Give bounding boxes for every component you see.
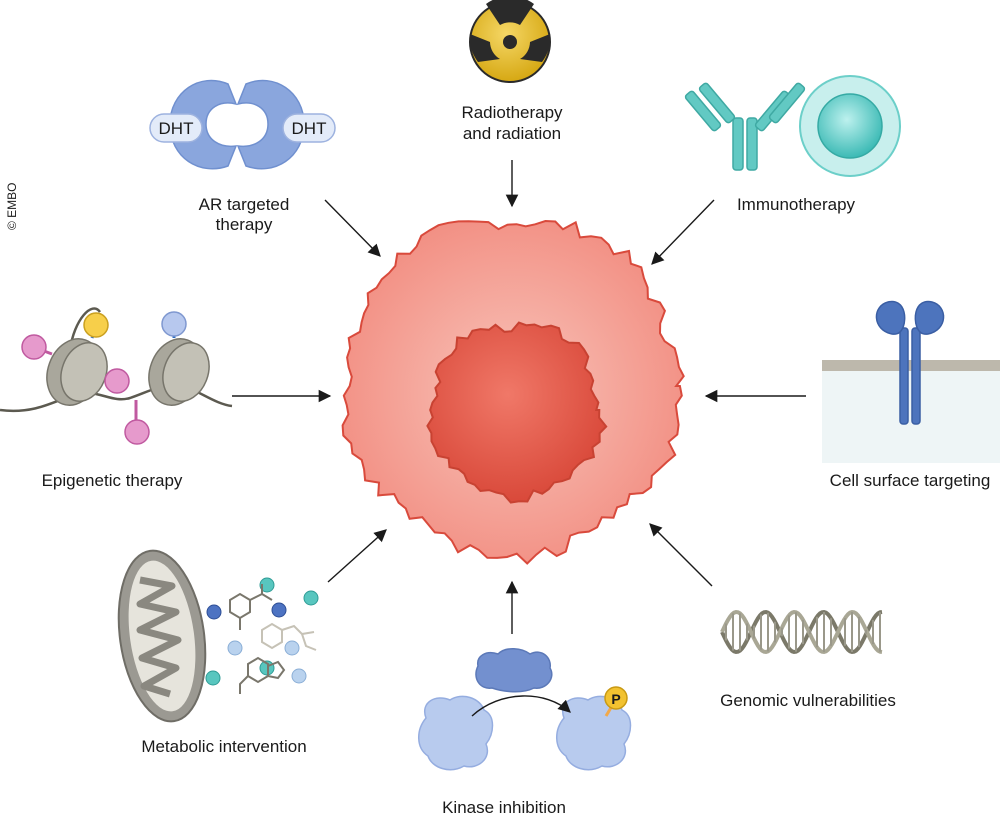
genomic-label: Genomic vulnerabilities [720, 691, 896, 710]
arrow-genomic [649, 523, 713, 587]
arrow-metabolic [327, 529, 387, 583]
dht-right-badge [282, 113, 336, 143]
kinase-substrate-icon [418, 695, 494, 771]
metabolite-dot-icon [303, 590, 319, 606]
ar-label-line1: AR targeted [199, 195, 290, 214]
copyright-text: © EMBO [5, 182, 19, 230]
dht-left-label: DHT [159, 119, 194, 138]
radio-label-line2: and radiation [463, 124, 561, 143]
metabolite-dot-icon [205, 670, 221, 686]
mitochondrion-icon [117, 549, 207, 723]
methyl-mark-icon [21, 334, 47, 360]
membrane-bar [822, 360, 1000, 371]
dna-helix-strand-a [720, 609, 883, 655]
methyl-mark-icon [104, 368, 130, 394]
arrow-ar [324, 199, 381, 257]
phosphate-label: P [611, 691, 620, 707]
metabolic-label: Metabolic intervention [141, 737, 306, 756]
molecule-structure-icon [229, 584, 273, 630]
kinase-inhibition: P Kinase inhibition [418, 648, 632, 817]
metabolic-intervention: Metabolic intervention [117, 549, 319, 756]
cell-nucleus [426, 321, 608, 504]
surface-receptor-icon [875, 300, 945, 425]
arrows [232, 160, 806, 634]
methyl-mark-icon [124, 419, 150, 445]
radiation-blade-left [469, 34, 500, 62]
dna-helix-rungs [725, 612, 881, 652]
phosphate-icon [604, 686, 628, 710]
dht-left-badge [149, 113, 203, 143]
dna-helix-strand-b [720, 609, 883, 655]
nucleosome-right-icon [148, 338, 210, 406]
dht-right-label: DHT [292, 119, 327, 138]
epigenetic-label: Epigenetic therapy [42, 471, 183, 490]
antibody-icon [684, 82, 806, 171]
androgen-receptor-right-icon [236, 79, 305, 170]
molecule-structure-icon [261, 622, 317, 651]
histone-marks [21, 311, 187, 445]
genomic-vulnerabilities: Genomic vulnerabilities [720, 609, 896, 710]
metabolite-dot-icon [206, 604, 222, 620]
arrow-immuno [651, 199, 715, 265]
ar-label-line2: therapy [216, 215, 273, 234]
kinase-product-icon [556, 695, 632, 771]
immunotherapy: Immunotherapy [684, 75, 901, 214]
metabolite-dot-icon [227, 640, 243, 656]
cancer-cell [341, 219, 685, 565]
radiation-blade-right [520, 34, 551, 62]
androgen-receptor-left-icon [169, 79, 238, 170]
radiation-center [503, 35, 517, 49]
radio-label-line1: Radiotherapy [461, 103, 563, 122]
inhibitor-icon [475, 648, 553, 693]
immune-cell-nucleus [817, 93, 883, 159]
epigenetic-therapy: Epigenetic therapy [0, 307, 233, 490]
cell-surface-targeting: Cell surface targeting [822, 300, 1000, 490]
radiation-blade-top [486, 0, 534, 25]
metabolite-molecules [205, 577, 319, 694]
molecule-structure-icon [239, 656, 286, 694]
cytoplasm-area [822, 371, 1000, 463]
metabolite-dot-icon [271, 602, 287, 618]
acetyl-mark-icon [83, 312, 109, 338]
kinase-label: Kinase inhibition [442, 798, 566, 817]
radiotherapy: Radiotherapy and radiation [461, 0, 563, 143]
acetyl-blue-mark-icon [161, 311, 187, 337]
surface-label: Cell surface targeting [830, 471, 991, 490]
nucleosome-left-icon [46, 338, 108, 406]
reaction-arrow [471, 695, 571, 717]
metabolite-dot-icon [284, 640, 300, 656]
metabolite-dot-icon [259, 577, 275, 593]
immuno-label: Immunotherapy [737, 195, 856, 214]
ar-targeted-therapy: DHT DHT AR targeted therapy [149, 79, 336, 234]
metabolite-dot-icon [291, 668, 307, 684]
